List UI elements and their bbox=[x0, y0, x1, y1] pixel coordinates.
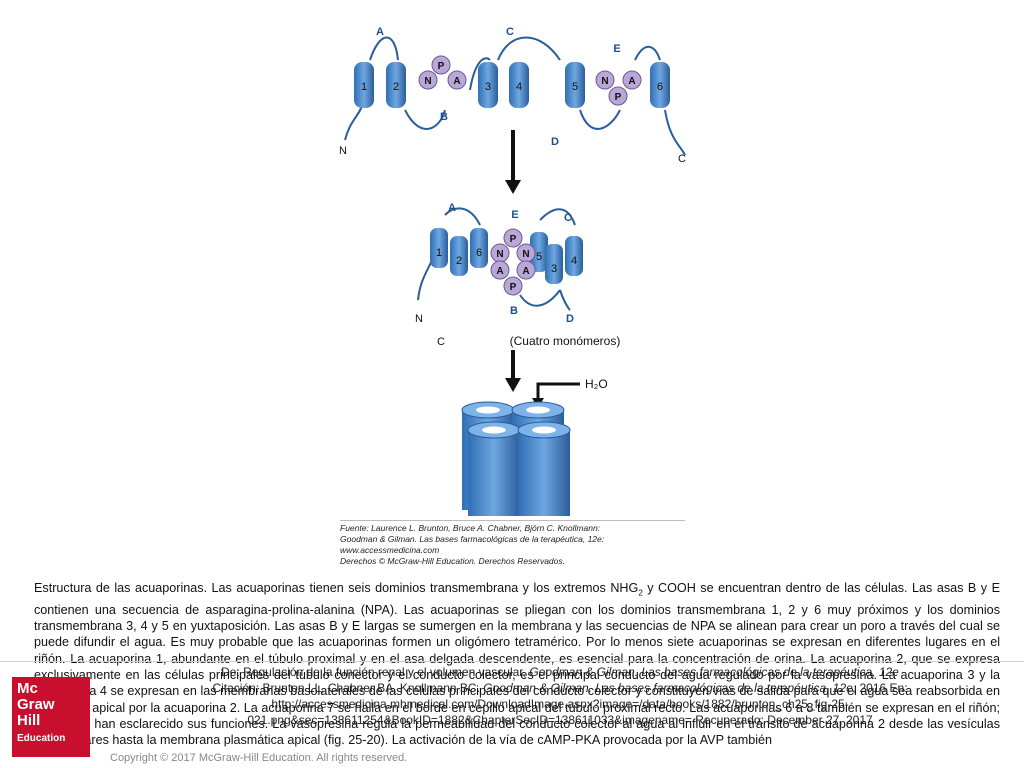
npa-letter: N bbox=[522, 249, 529, 260]
npa-letter: A bbox=[628, 76, 635, 87]
helix-num: 1 bbox=[436, 247, 442, 259]
loop-label: C bbox=[564, 212, 572, 224]
npa-top-left bbox=[418, 55, 642, 106]
terminus-label: C bbox=[437, 336, 445, 348]
loop-label: E bbox=[613, 43, 620, 55]
npa-letter: P bbox=[510, 234, 517, 245]
source-line: Derechos © McGraw-Hill Education. Derech… bbox=[340, 556, 565, 566]
monomers-label: (Cuatro monómeros) bbox=[510, 334, 621, 348]
tetramer bbox=[461, 401, 571, 516]
source-line: www.accessmedicina.com bbox=[340, 545, 440, 555]
loop-label: B bbox=[510, 305, 518, 317]
helix-num: 6 bbox=[476, 247, 482, 259]
terminus-label: N bbox=[339, 145, 347, 157]
helix-num: 5 bbox=[536, 251, 542, 263]
loop-label: D bbox=[566, 313, 574, 325]
citation-block: De: Regulación de la función renal y el … bbox=[110, 664, 1010, 728]
topology-top bbox=[344, 36, 686, 156]
helices-top bbox=[354, 62, 670, 108]
npa-letter: P bbox=[510, 282, 517, 293]
source-line: Goodman & Gilman. Las bases farmacológic… bbox=[340, 534, 605, 544]
water-label: H₂O bbox=[585, 377, 608, 391]
source-line: Fuente: Laurence L. Brunton, Bruce A. Ch… bbox=[340, 523, 601, 533]
folded-monomer bbox=[417, 207, 583, 311]
loop-label: E bbox=[511, 209, 518, 221]
mcgraw-hill-logo: Mc Graw Hill Education bbox=[12, 677, 90, 757]
npa-letter: A bbox=[453, 76, 460, 87]
aquaporin-diagram: 1 2 3 4 5 6 P N A N A P A C E B D N C bbox=[339, 26, 686, 516]
npa-letter: P bbox=[615, 92, 622, 103]
npa-letter: N bbox=[496, 249, 503, 260]
arrow-down-2 bbox=[505, 350, 521, 392]
npa-letter: A bbox=[496, 266, 503, 277]
npa-letter: N bbox=[601, 76, 608, 87]
copyright: Copyright © 2017 McGraw-Hill Education. … bbox=[110, 752, 408, 764]
npa-letter: P bbox=[438, 61, 445, 72]
helix-num: 3 bbox=[551, 263, 557, 275]
loop-label: D bbox=[551, 136, 559, 148]
terminus-label: N bbox=[415, 313, 423, 325]
helix-num: 3 bbox=[485, 81, 491, 93]
loop-label: A bbox=[376, 26, 384, 38]
helix-num: 4 bbox=[516, 81, 522, 93]
footer-divider bbox=[0, 661, 1024, 662]
helix-num: 2 bbox=[393, 81, 399, 93]
loop-label: A bbox=[448, 202, 456, 214]
figure-caption: Estructura de las acuaporinas. Las acuap… bbox=[34, 581, 1000, 748]
helix-num: 6 bbox=[657, 81, 663, 93]
helix-num: 2 bbox=[456, 255, 462, 267]
npa-letter: A bbox=[522, 266, 529, 277]
terminus-label: C bbox=[678, 153, 686, 165]
citation-link[interactable]: http://accessmedicina.mhmedical.com/Down… bbox=[271, 697, 849, 711]
helix-num: 5 bbox=[572, 81, 578, 93]
arrow-down-1 bbox=[505, 130, 521, 194]
loop-label: B bbox=[440, 111, 448, 123]
npa-letter: N bbox=[424, 76, 431, 87]
helix-num: 1 bbox=[361, 81, 367, 93]
helix-num: 4 bbox=[571, 255, 577, 267]
figure-source: Fuente: Laurence L. Brunton, Bruce A. Ch… bbox=[340, 520, 685, 567]
loop-label: C bbox=[506, 26, 514, 38]
